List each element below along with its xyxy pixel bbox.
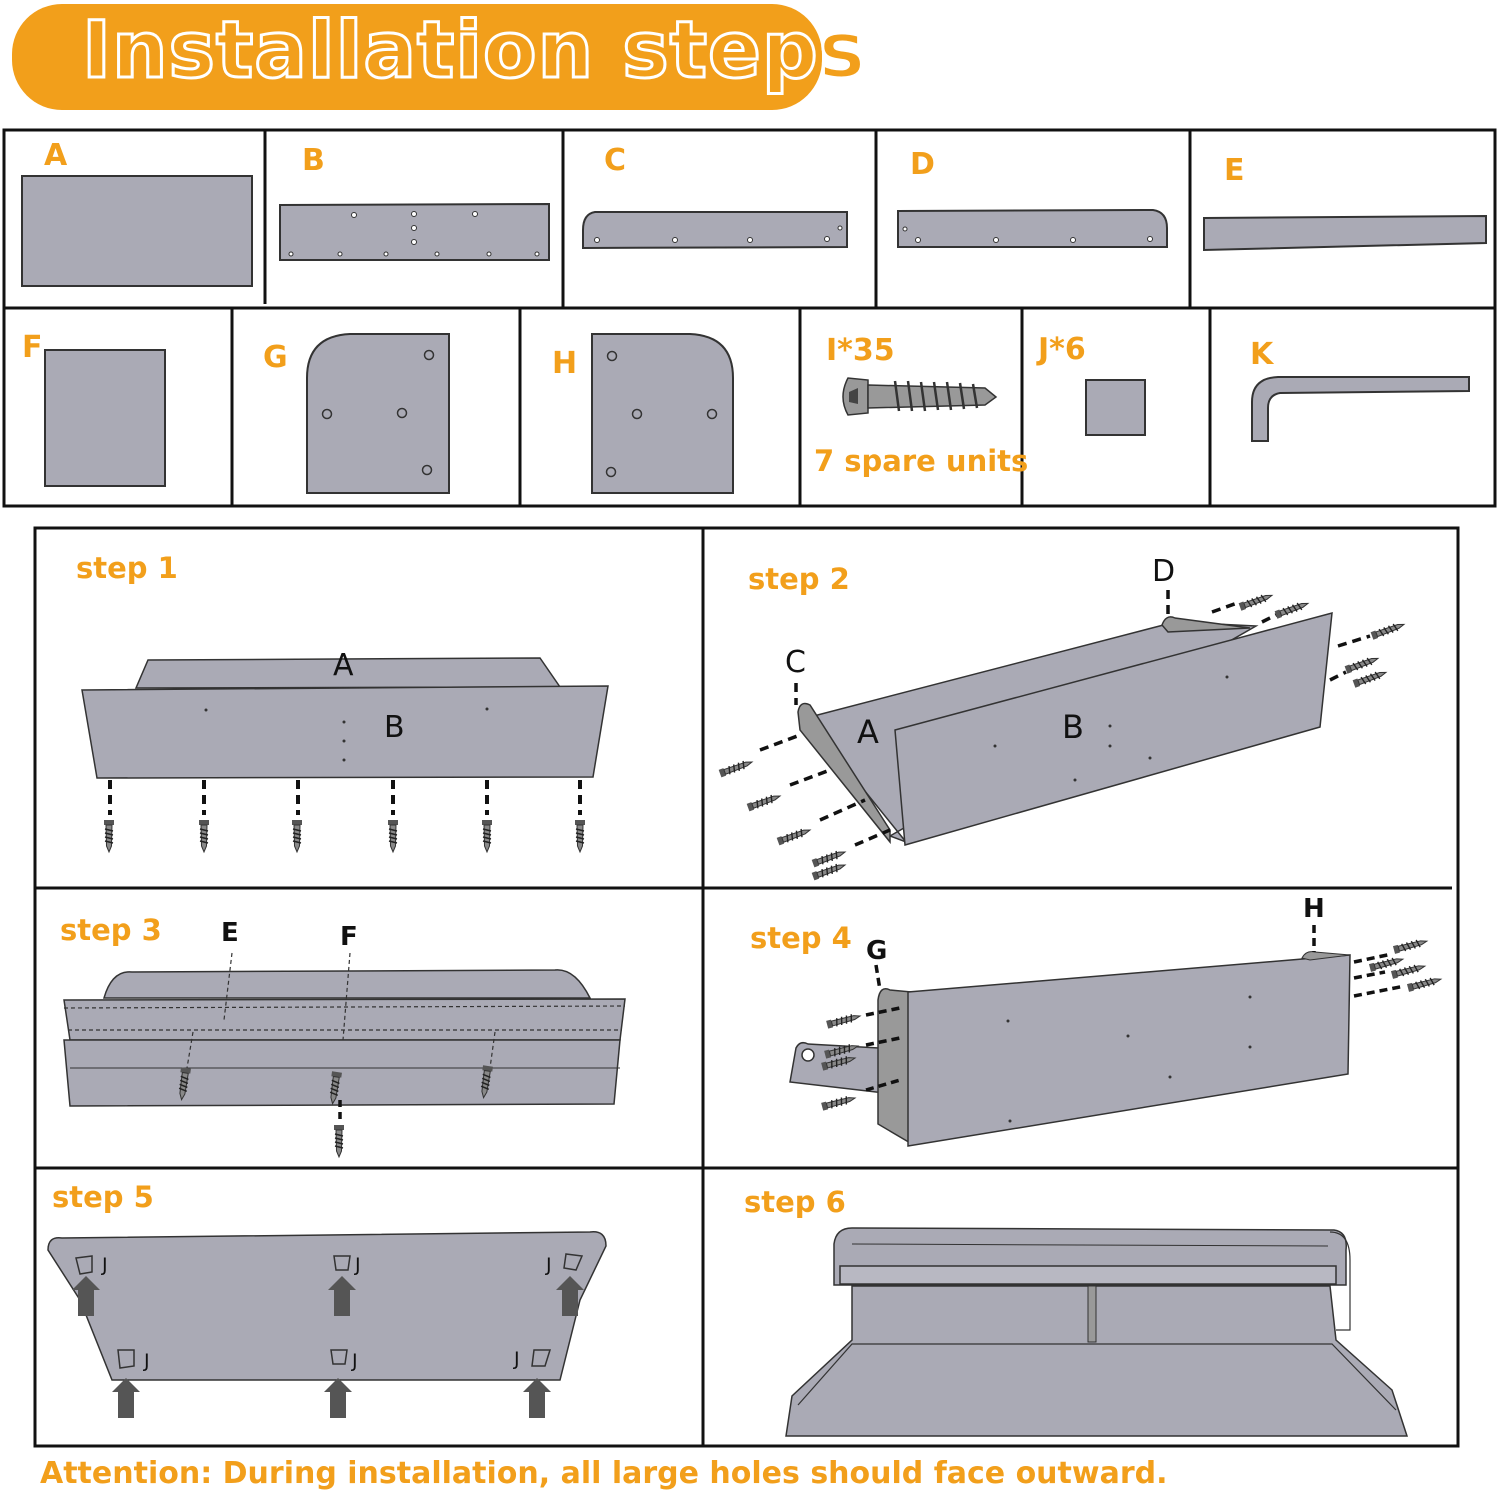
part-k-hex-key [1251, 376, 1470, 442]
step5-j-2: J [355, 1254, 361, 1276]
step2-label-d: D [1152, 554, 1176, 589]
part-label-b: B [302, 143, 325, 178]
part-f-panel [44, 349, 166, 487]
step-4-heading: step 4 [750, 921, 852, 955]
step3-label-f: F [340, 922, 358, 952]
step-4-illustration [789, 925, 1443, 1147]
part-label-j: J*6 [1038, 332, 1086, 367]
step-5-illustration [47, 1231, 607, 1418]
step1-label-b: B [384, 710, 405, 745]
part-i-note: 7 spare units [814, 444, 1029, 478]
step2-label-a: A [857, 713, 879, 751]
part-label-g: G [263, 340, 288, 375]
step-6-heading: step 6 [744, 1185, 846, 1219]
part-label-k: K [1250, 337, 1274, 372]
step5-j-6: J [514, 1348, 520, 1370]
step-2-heading: step 2 [748, 562, 850, 596]
step-1-heading: step 1 [76, 551, 178, 585]
step4-label-g: G [866, 936, 888, 966]
part-b-panel [279, 202, 550, 261]
part-label-i: I*35 [826, 333, 895, 368]
step1-label-a: A [333, 648, 354, 683]
part-c-panel [582, 211, 848, 250]
step5-j-1: J [102, 1254, 108, 1276]
parts-table [2, 128, 1497, 508]
part-label-c: C [604, 143, 627, 178]
page-title: Installation steps [80, 5, 867, 98]
attention-note: Attention: During installation, all larg… [40, 1456, 1168, 1491]
step5-j-4: J [144, 1350, 150, 1372]
step5-j-5: J [352, 1350, 358, 1372]
step-2-illustration [717, 590, 1407, 882]
part-label-d: D [910, 147, 935, 182]
part-label-e: E [1224, 153, 1245, 188]
part-e-panel [1203, 214, 1487, 252]
part-d-panel [897, 208, 1168, 248]
part-label-f: F [22, 330, 43, 365]
step2-label-c: C [785, 645, 806, 680]
steps-grid [33, 526, 1460, 1448]
step4-label-h: H [1303, 894, 1325, 924]
part-a-panel [21, 175, 253, 287]
part-label-h: H [552, 346, 578, 381]
part-i-screw [842, 377, 998, 416]
title-banner: Installation steps [12, 4, 867, 110]
step2-label-b: B [1062, 708, 1084, 746]
step3-label-e: E [221, 918, 239, 948]
step-3-illustration [63, 952, 626, 1158]
step-6-illustration [785, 1227, 1409, 1437]
step5-j-3: J [546, 1254, 552, 1276]
step-1-illustration [81, 657, 609, 853]
step-3-heading: step 3 [60, 913, 162, 947]
part-j-block [1085, 379, 1146, 436]
part-h-panel [591, 333, 734, 494]
step-5-heading: step 5 [52, 1180, 154, 1214]
part-g-panel [306, 333, 450, 494]
part-label-a: A [44, 138, 68, 173]
